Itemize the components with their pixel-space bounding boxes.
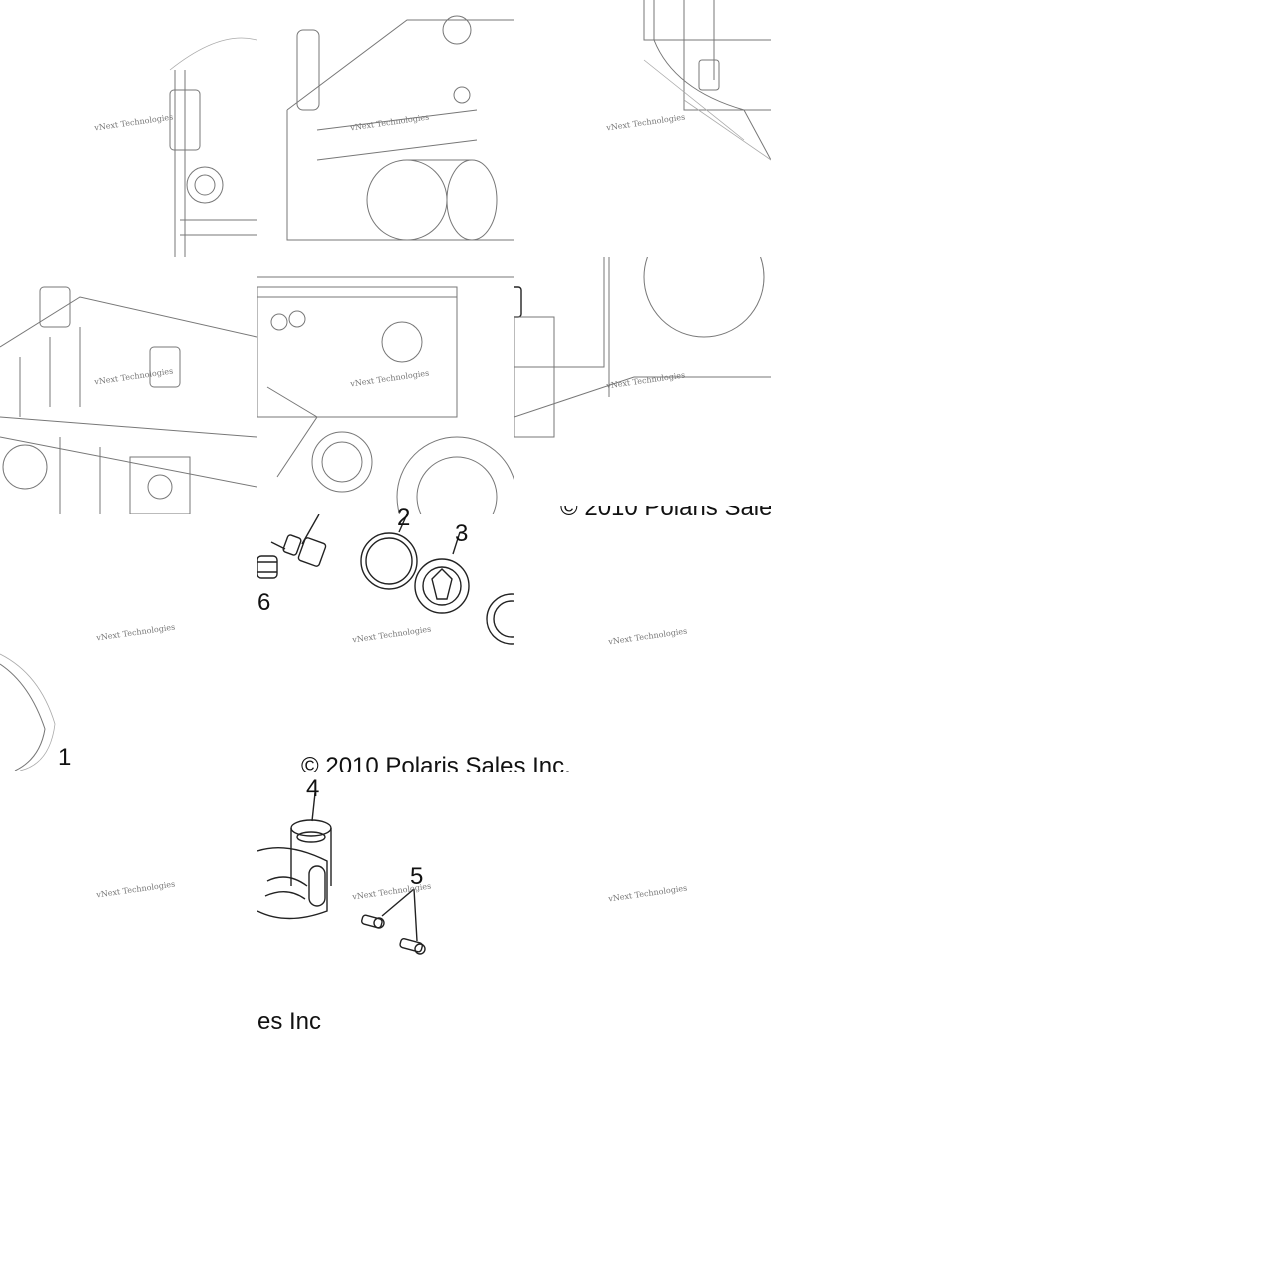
- diagram-tile-r4c4-blank: [771, 771, 1028, 1028]
- diagram-tile-r1c5-blank: [1028, 0, 1285, 257]
- diagram-tile-r4c3-blank: [514, 771, 771, 1028]
- callout-1: 1: [58, 744, 72, 771]
- diagram-tile-r2c1: [0, 257, 257, 514]
- diagram-tile-r5c1-blank: [0, 1028, 257, 1285]
- diagram-tile-r1c1: [0, 0, 257, 257]
- diagram-tile-r3c1: [0, 514, 257, 771]
- diagram-tile-r3c3-blank: [514, 514, 771, 771]
- diagram-tile-r5c3-blank: [514, 1028, 771, 1285]
- callout-2: 2: [397, 504, 411, 531]
- callout-6: 6: [257, 589, 271, 616]
- diagram-tile-r5c2-blank: [257, 1028, 514, 1285]
- callout-3: 3: [455, 520, 469, 547]
- diagram-tile-r4c1-blank: [0, 771, 257, 1028]
- copyright-fragment-top-text: © 2010 Polaris Sale: [560, 506, 771, 520]
- copyright-fragment-top: © 2010 Polaris Sale: [560, 506, 771, 520]
- copyright-fragment-bottom: es Inc: [257, 1010, 322, 1031]
- diagram-tile-r3c5-blank: [1028, 514, 1285, 771]
- diagram-tile-r4c5-blank: [1028, 771, 1285, 1028]
- diagram-tile-r1c4-blank: [771, 0, 1028, 257]
- diagram-tile-r2c4-blank: [771, 257, 1028, 514]
- callout-4: 4: [306, 775, 320, 802]
- diagram-tile-r3c4-blank: [771, 514, 1028, 771]
- diagram-tile-r5c4-blank: [771, 1028, 1028, 1285]
- diagram-tile-r2c5-blank: [1028, 257, 1285, 514]
- diagram-tile-r1c3: [514, 0, 771, 257]
- diagram-tile-r5c5-blank: [1028, 1028, 1285, 1285]
- diagram-tile-r4c2: [257, 771, 514, 1028]
- diagram-tile-r2c2: [257, 257, 514, 514]
- callout-5: 5: [410, 863, 424, 890]
- diagram-tile-r2c3: [514, 257, 771, 514]
- copyright-line: © 2010 Polaris Sales Inc.: [301, 755, 571, 772]
- diagram-tile-r1c2: [257, 0, 514, 257]
- diagram-tile-r3c2: [257, 514, 514, 771]
